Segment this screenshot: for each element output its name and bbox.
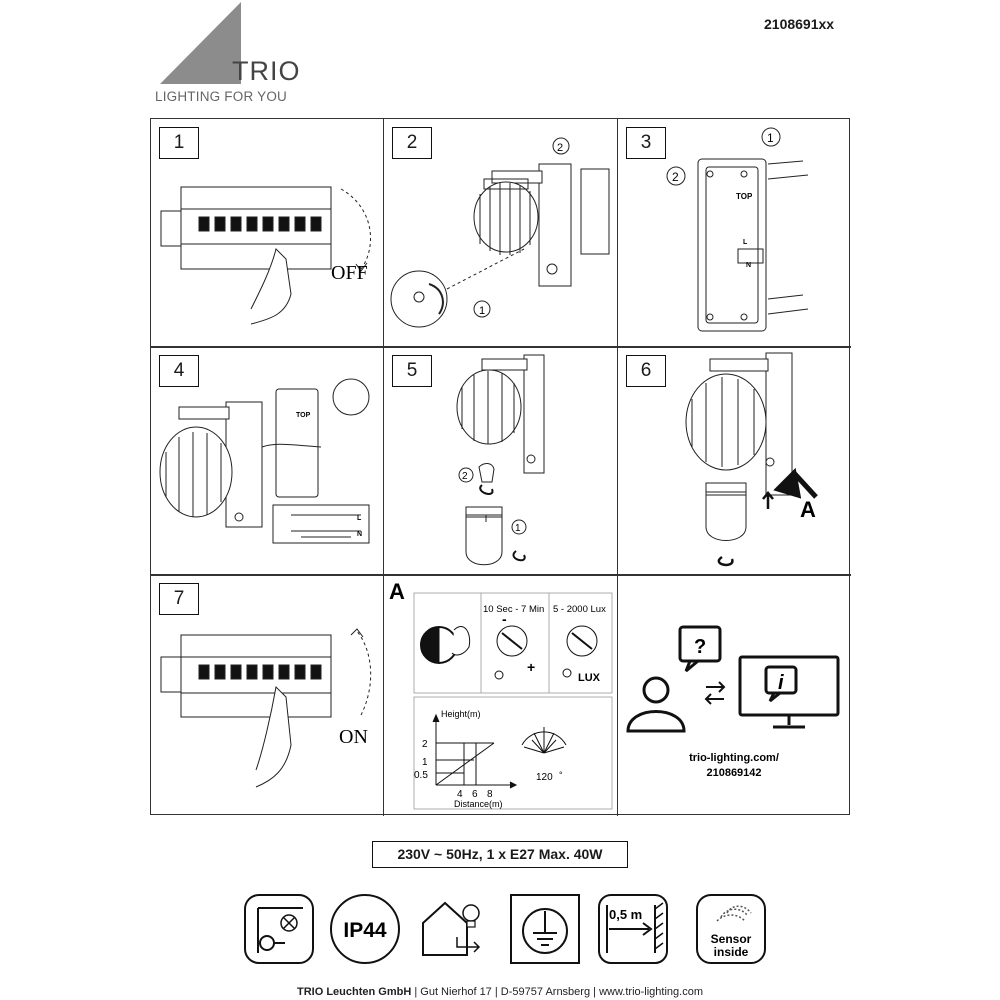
footer-separator: |: [593, 986, 596, 998]
callout-1: 1: [767, 131, 774, 145]
footer-website-link[interactable]: www.trio-lighting.com: [599, 986, 703, 998]
brand-tagline: LIGHTING FOR YOU: [155, 89, 287, 104]
step-4-panel: 4 TOP L N: [151, 347, 384, 575]
step-5-panel: 5 2 1: [384, 347, 618, 575]
remove-cover-illustration: 2 1: [390, 137, 610, 328]
top-label: TOP: [296, 412, 311, 419]
mount-plate-illustration: TOP L N 1 2: [666, 127, 809, 332]
footer-separator: |: [494, 986, 498, 998]
step-number: 6: [626, 355, 666, 387]
step-7-panel: 7 ON: [151, 575, 384, 816]
off-label: OFF: [331, 262, 368, 284]
l-label: L: [743, 239, 748, 246]
outdoor-use-icon: [415, 893, 487, 965]
insert-bulb-illustration: 2 1: [456, 354, 545, 566]
l-label: L: [357, 515, 362, 522]
detection-angle: 120: [536, 772, 553, 783]
attach-glass-illustration: A: [685, 352, 818, 567]
callout-1: 1: [479, 305, 485, 317]
step-6-panel: 6 A: [618, 347, 851, 575]
distance-tick-4: 4: [457, 789, 463, 800]
sensor-settings-illustration: A 10 Sec - 7 Min 5 - 2000 Lux -: [389, 579, 613, 810]
plus-sign: +: [527, 659, 535, 675]
step-number: 7: [159, 583, 199, 615]
marker-a: A: [800, 497, 816, 522]
minus-sign: -: [502, 611, 507, 627]
footer-address-street: Gut Nierhof 17: [420, 986, 492, 998]
sensor-settings-panel: A 10 Sec - 7 Min 5 - 2000 Lux -: [384, 575, 618, 816]
on-label: ON: [339, 726, 368, 748]
ip-rating-text: IP44: [343, 919, 387, 942]
question-icon: ?: [694, 636, 706, 658]
height-tick-1: 1: [422, 757, 428, 768]
callout-2: 2: [462, 471, 468, 482]
info-url-line1: trio-lighting.com/: [689, 752, 779, 764]
height-tick-2: 2: [422, 739, 428, 750]
lux-text: LUX: [578, 672, 601, 684]
height-tick-05: 0.5: [414, 770, 428, 781]
breaker-on-illustration: ON: [160, 628, 372, 788]
height-axis-label: Height(m): [441, 709, 481, 719]
sensor-inside-icon: Sensor inside: [695, 893, 767, 965]
footer: TRIO Leuchten GmbH | Gut Nierhof 17 | D-…: [0, 986, 1000, 998]
step-number: 5: [392, 355, 432, 387]
grid-divider: [151, 347, 851, 348]
info-url-line2: 210869142: [706, 767, 761, 779]
ip-rating-icon: IP44: [329, 893, 401, 965]
footer-company: TRIO Leuchten GmbH: [297, 986, 412, 998]
wiring-illustration: TOP L N: [159, 378, 370, 544]
info-icon: i: [778, 672, 784, 694]
protection-class-earth-icon: [509, 893, 581, 965]
sensor-text-line1: Sensor: [711, 932, 752, 946]
step-1-panel: 1 OFF: [151, 119, 384, 347]
electrical-spec: 230V ~ 50Hz, 1 x E27 Max. 40W: [372, 841, 628, 868]
min-distance-icon: 0,5 m: [597, 893, 669, 965]
info-panel: ? i trio-lighting.com/ 210869142: [618, 575, 851, 816]
mounting-surface-icon: [243, 893, 315, 965]
min-distance-text: 0,5 m: [609, 907, 642, 922]
callout-2: 2: [672, 170, 679, 184]
breaker-off-illustration: OFF: [160, 186, 371, 325]
top-label: TOP: [736, 192, 753, 201]
step-number: 4: [159, 355, 199, 387]
logo-triangle-icon: [160, 2, 241, 84]
instruction-grid: 1 OFF 2: [150, 118, 851, 816]
time-range-label: 10 Sec - 7 Min: [483, 604, 544, 615]
callout-2: 2: [557, 142, 563, 154]
n-label: N: [746, 262, 751, 269]
brand-logo: TRIO LIGHTING FOR YOU: [155, 0, 315, 110]
distance-axis-label: Distance(m): [454, 799, 503, 809]
rotate-arrow-icon: [479, 484, 526, 562]
footer-address-city: D-59757 Arnsberg: [500, 986, 591, 998]
step-2-panel: 2 2 1: [384, 119, 618, 347]
sensor-text-line2: inside: [714, 945, 749, 959]
help-info-illustration: ? i trio-lighting.com/ 210869142: [626, 625, 840, 779]
angle-unit: °: [559, 770, 563, 780]
n-label: N: [357, 531, 362, 538]
brand-name: TRIO: [232, 56, 301, 86]
step-number: 2: [392, 127, 432, 159]
step-3-panel: 3 TOP L N 1 2: [618, 119, 851, 347]
exchange-arrows-icon: [704, 681, 726, 705]
distance-tick-6: 6: [472, 789, 478, 800]
callout-1: 1: [515, 523, 521, 534]
lux-range-label: 5 - 2000 Lux: [553, 604, 606, 615]
step-number: 1: [159, 127, 199, 159]
step-number: 3: [626, 127, 666, 159]
grid-divider: [151, 575, 851, 576]
footer-separator: |: [414, 986, 418, 998]
marker-a: A: [389, 579, 405, 604]
document-number: 2108691xx: [764, 16, 835, 32]
distance-tick-8: 8: [487, 789, 493, 800]
